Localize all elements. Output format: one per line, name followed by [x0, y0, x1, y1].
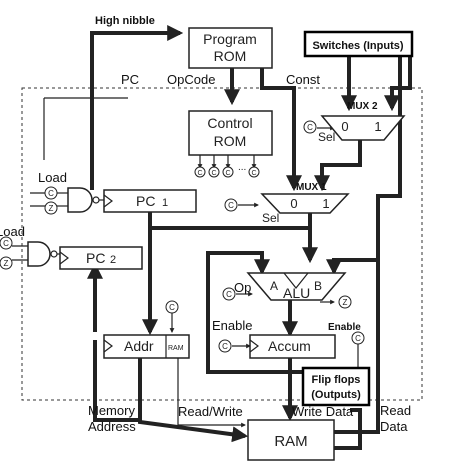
c-flag-icon: C [222, 287, 236, 301]
and-gate-2 [27, 241, 60, 267]
mux2-sel: Sel [318, 130, 335, 144]
high-nibble-label: High nibble [95, 15, 155, 27]
read-label: Read [380, 403, 411, 418]
mux1-label: MUX 1 [296, 182, 327, 193]
data-label: Data [380, 419, 408, 434]
z-flag-icon: Z [338, 295, 352, 309]
data-buses [87, 25, 412, 450]
svg-text:C: C [251, 170, 256, 177]
control-rom: Control ROM [188, 110, 273, 156]
accum-register: Accum [249, 334, 336, 359]
c-flag-icon: C [248, 166, 260, 178]
svg-text:C: C [307, 123, 313, 132]
ram-label: RAM [274, 433, 307, 450]
pc2-register: PC 2 [59, 246, 143, 270]
svg-text:C: C [226, 290, 232, 299]
pc1-num: 1 [162, 197, 168, 209]
memory-label: Memory [88, 403, 135, 418]
write-data-label: Write Data [292, 404, 354, 419]
flag-circles: C C C ... C C C C Z C Z C Z C C C [0, 120, 365, 353]
flipflops-line1: Flip flops [312, 374, 361, 386]
switches-label: Switches (Inputs) [312, 40, 403, 52]
svg-text:C: C [3, 239, 9, 248]
mux2-input0: 0 [341, 119, 348, 134]
load-label-1: Load [38, 170, 67, 185]
svg-text:C: C [228, 201, 234, 210]
c-flag-icon: C [44, 186, 58, 200]
control-rom-line2: ROM [214, 133, 247, 149]
flipflops-line2: (Outputs) [311, 389, 361, 401]
mux1-input1: 1 [322, 196, 329, 211]
pc1-name: PC [136, 193, 155, 209]
mux1-input0: 0 [290, 196, 297, 211]
alu-label: ALU [283, 285, 310, 301]
addr-label: Addr [124, 338, 154, 354]
svg-text:C: C [355, 334, 361, 343]
svg-text:Z: Z [4, 259, 9, 268]
c-flag-icon: C [224, 198, 238, 212]
svg-text:C: C [222, 342, 228, 351]
pc2-num: 2 [110, 254, 116, 266]
program-rom-line2: ROM [214, 48, 247, 64]
and-gate-1 [58, 187, 104, 213]
const-label: Const [286, 72, 320, 87]
c-flag-icon: C [0, 236, 13, 250]
svg-text:C: C [197, 170, 202, 177]
ellipsis: ... [238, 162, 246, 173]
ram-small-label: RAM [168, 345, 184, 352]
address-label: Address [88, 419, 136, 434]
pc2-name: PC [86, 250, 105, 266]
c-flag-icon: C [218, 339, 232, 353]
svg-text:Z: Z [49, 204, 54, 213]
program-rom: Program ROM [188, 27, 273, 69]
z-flag-icon: Z [0, 256, 13, 270]
mux1: MUX 1 0 1 Sel [260, 182, 350, 225]
mux2-label: MUX 2 [347, 101, 378, 112]
c-flag-icon: C [165, 300, 179, 314]
mux1-sel: Sel [262, 211, 279, 225]
flipflops-box: Flip flops (Outputs) [301, 366, 371, 407]
svg-text:C: C [211, 170, 216, 177]
ram: RAM [247, 419, 335, 461]
enable-label-left: Enable [212, 318, 252, 333]
svg-text:C: C [225, 170, 230, 177]
enable-label-right: Enable [328, 322, 361, 333]
c-flag-icon: C [208, 166, 220, 178]
labels: High nibble PC OpCode Const Load Load Op… [0, 15, 411, 434]
read-write-label: Read/Write [178, 404, 243, 419]
control-rom-line1: Control [207, 115, 252, 131]
cpu-boundary [21, 87, 423, 401]
alu-b: B [314, 279, 322, 293]
svg-text:C: C [169, 303, 175, 312]
pc-label: PC [121, 72, 139, 87]
mux2: MUX 2 0 1 Sel [318, 101, 406, 144]
accum-label: Accum [268, 338, 311, 354]
alu: A ALU B [246, 272, 347, 301]
c-flag-icon: C [194, 166, 206, 178]
pc1-register: PC 1 [103, 189, 197, 213]
opcode-label: OpCode [167, 72, 215, 87]
c-flag-icon: C [222, 166, 234, 178]
switches-box: Switches (Inputs) [303, 30, 414, 58]
op-label: Op [234, 280, 251, 295]
svg-text:C: C [48, 189, 54, 198]
program-rom-line1: Program [203, 31, 257, 47]
alu-a: A [270, 279, 278, 293]
mux2-input1: 1 [374, 119, 381, 134]
svg-text:Z: Z [343, 298, 348, 307]
c-flag-icon: C [303, 120, 317, 134]
load-label-2: Load [0, 224, 25, 239]
z-flag-icon: Z [44, 201, 58, 215]
addr-register: Addr RAM [103, 334, 190, 359]
c-flag-icon: C [351, 331, 365, 345]
